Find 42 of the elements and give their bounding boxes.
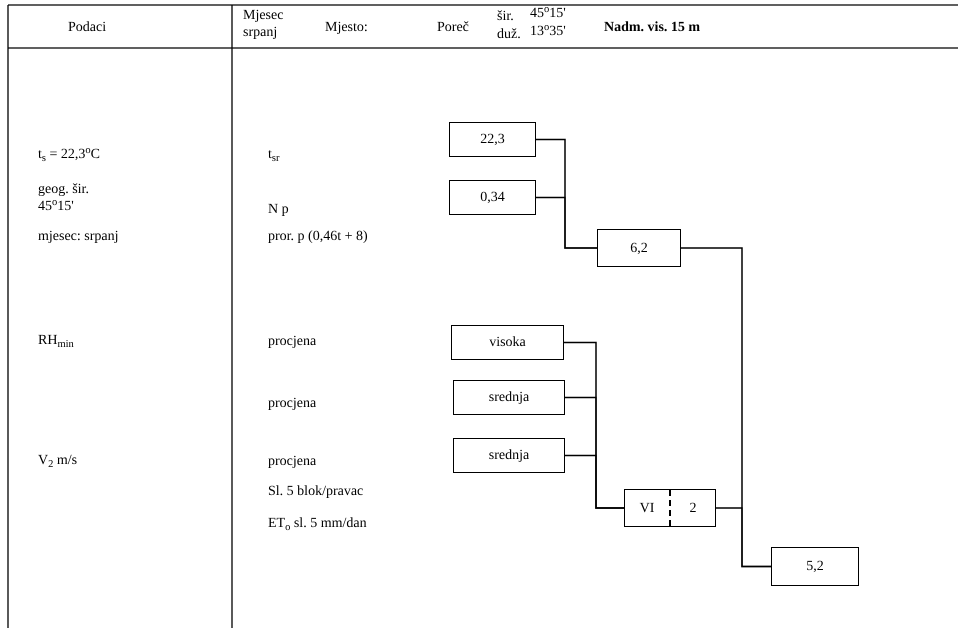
connector-line: [536, 196, 597, 249]
value-box: [597, 229, 681, 267]
box-value: srednja: [488, 447, 530, 465]
value-box: [451, 325, 564, 360]
connector-line: [565, 454, 624, 509]
box-value: 2: [669, 490, 715, 526]
value-box: [453, 380, 565, 415]
table-text: Mjesto:: [325, 19, 368, 36]
table-text: procjena: [268, 453, 316, 470]
box-value: 22,3: [479, 131, 506, 149]
table-text: N p: [268, 201, 289, 218]
box-value: VI: [638, 500, 656, 518]
box-value: 5,2: [805, 558, 825, 576]
table-text: ET$_{o}$ sl. 5 mm/dan: [268, 515, 367, 532]
table-text: Mjesec srpanj: [243, 7, 284, 41]
value-box: [449, 122, 536, 157]
table-text: Nadm. vis. 15 m: [604, 19, 700, 36]
value-box: [449, 180, 536, 215]
table-text: Podaci: [68, 19, 106, 36]
table-text: RH$_{min}$: [38, 332, 74, 349]
table-text: procjena: [268, 333, 316, 350]
value-box: [771, 547, 859, 586]
table-text: šir.: [497, 8, 514, 25]
table-text: Poreč: [437, 19, 469, 36]
table-text: V$_{2}$ m/s: [38, 452, 78, 469]
box-value: visoka: [488, 334, 527, 352]
table-text: t$_{sr}$: [268, 146, 280, 163]
table-text: duž.: [497, 26, 521, 43]
table-text: 45$^{o}$15': [530, 5, 566, 22]
box-value: 0,34: [479, 189, 506, 207]
connector-line: [716, 507, 771, 568]
box-value: 6,2: [629, 240, 649, 258]
table-text: mjesec: srpanj: [38, 228, 118, 245]
box-value: srednja: [488, 389, 530, 407]
value-box: [624, 489, 716, 527]
table-text: Sl. 5 blok/pravac: [268, 483, 364, 500]
table-text: geog. šir. 45$^{o}$15': [38, 181, 90, 215]
table-text: pror. p (0,46t + 8): [268, 228, 368, 245]
table-text: t$_{s}$ = 22,3$^{o}$C: [38, 146, 100, 163]
table-text: procjena: [268, 395, 316, 412]
table-text: 13$^{o}$35': [530, 23, 566, 40]
value-box: [453, 438, 565, 473]
